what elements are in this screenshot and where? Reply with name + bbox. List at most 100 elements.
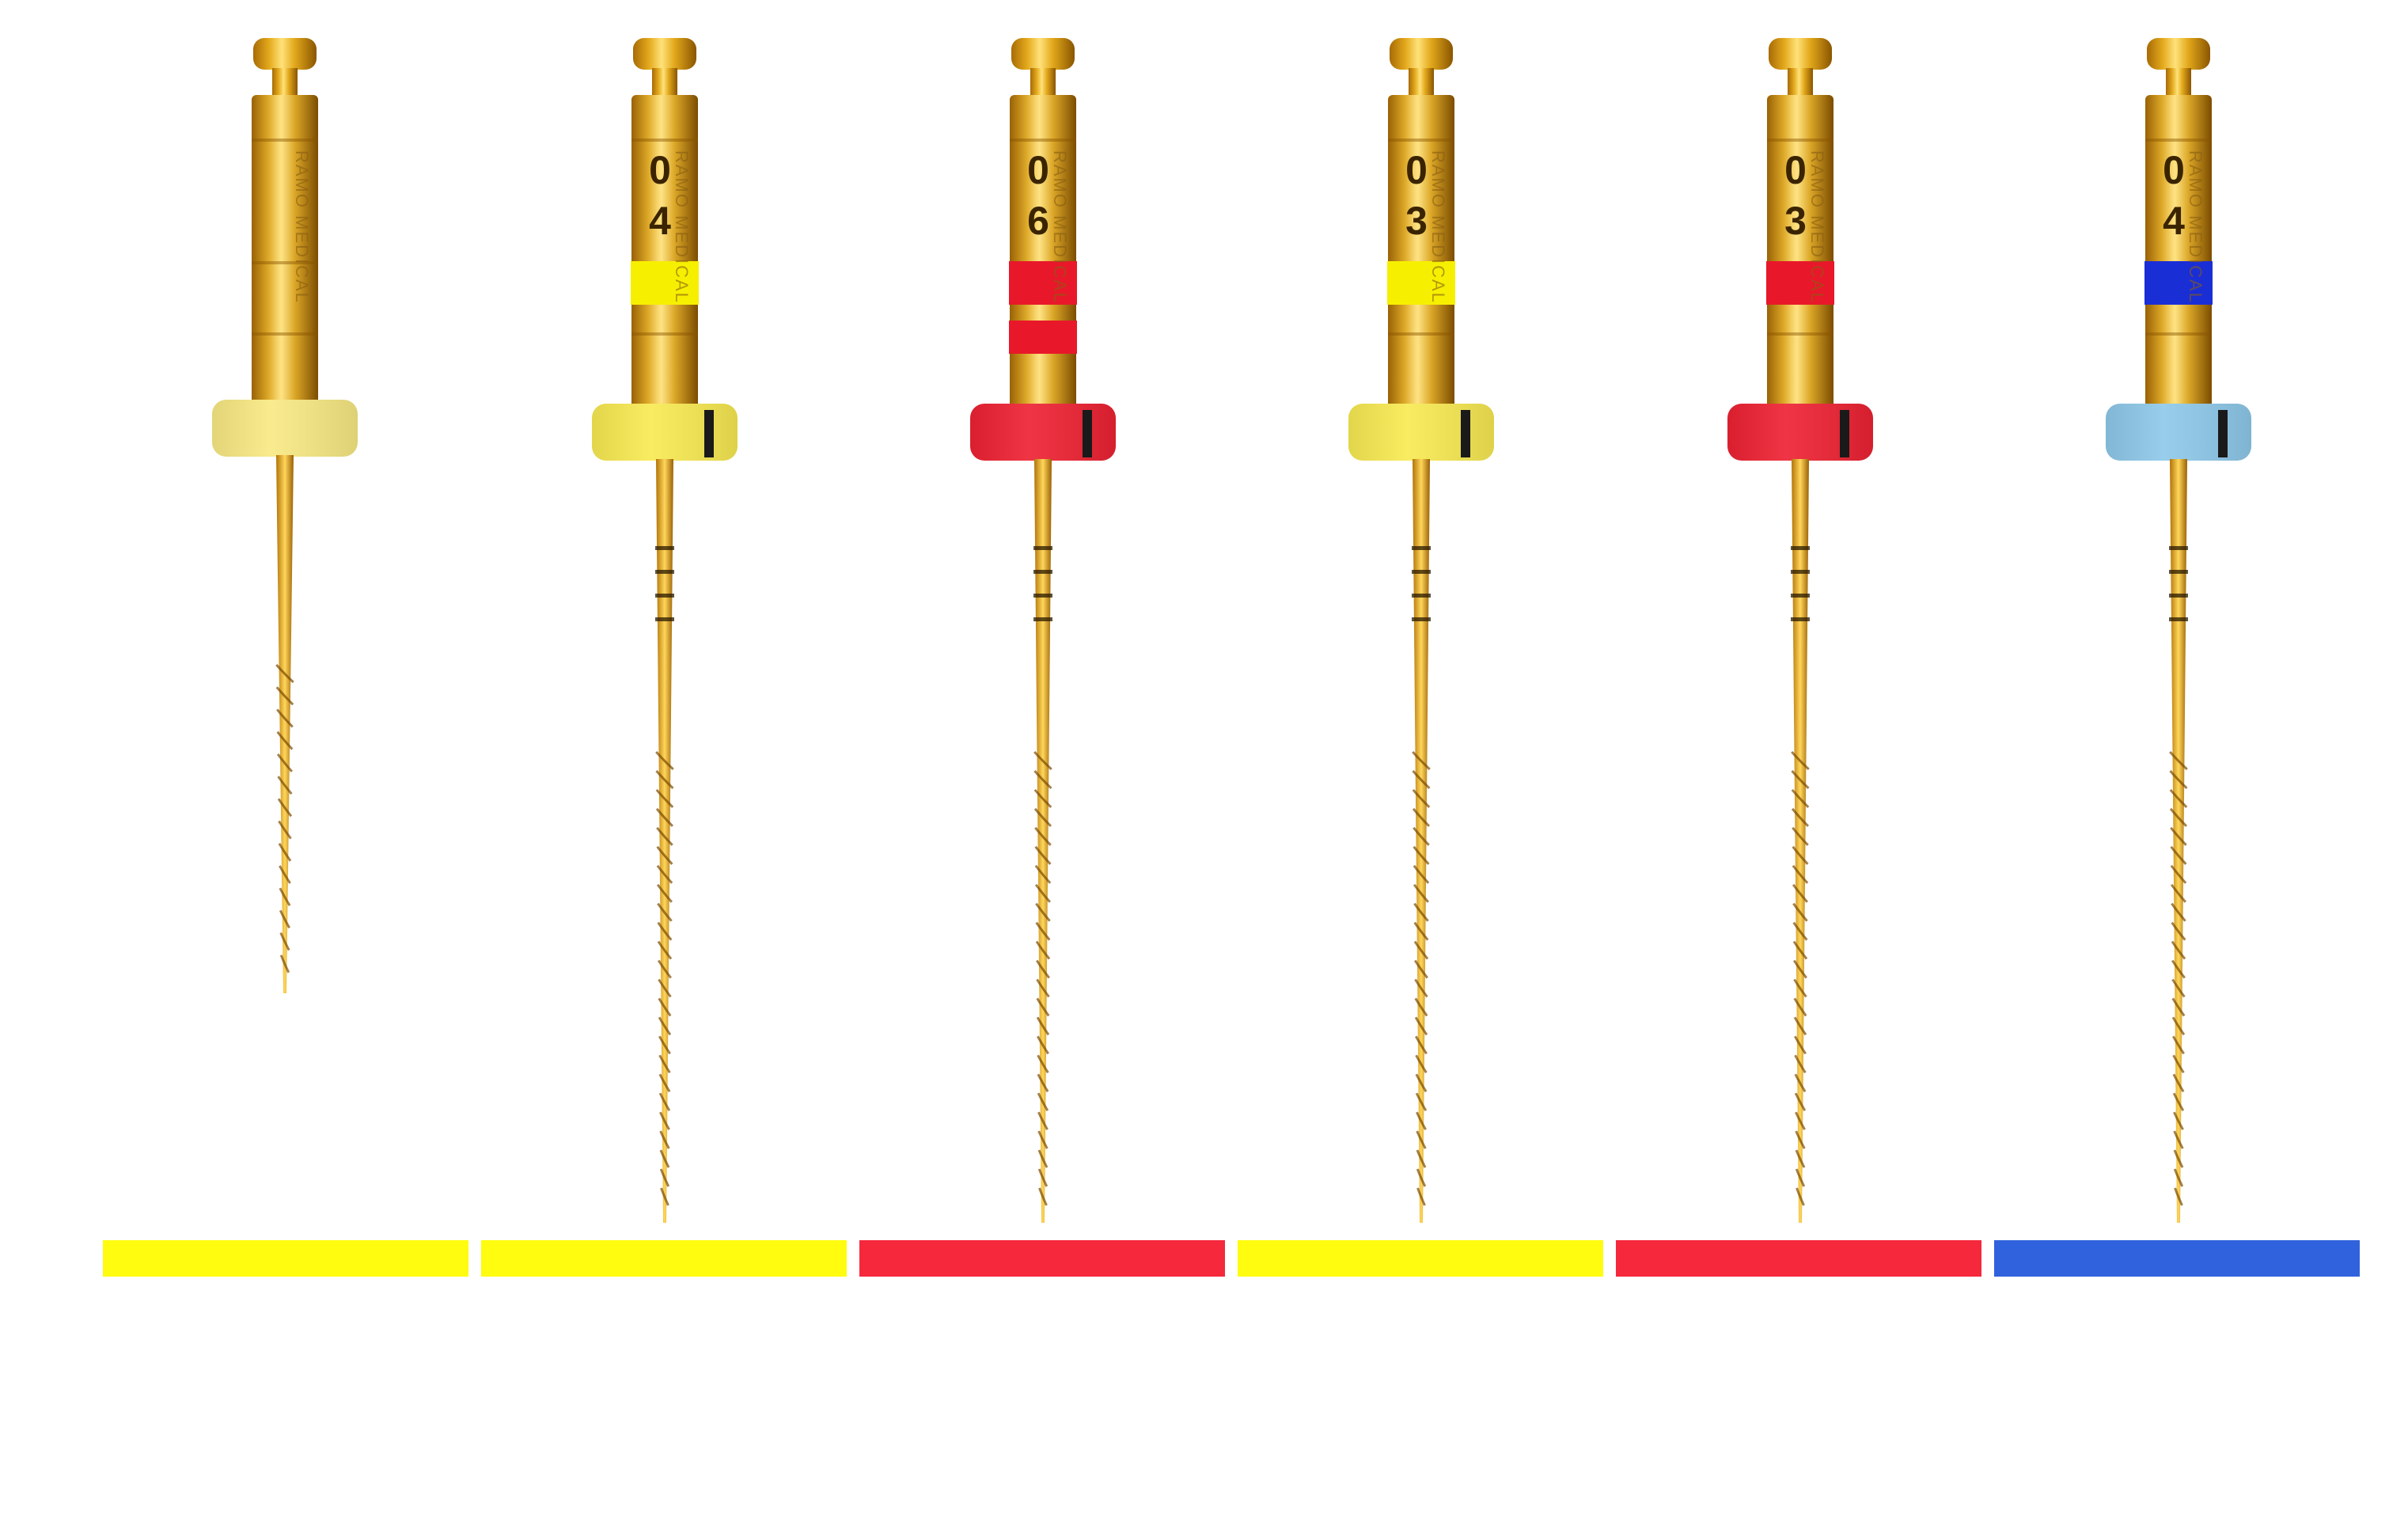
flute-spiral [1792, 883, 1808, 903]
handle-groove [252, 139, 318, 142]
flute-spiral [1033, 788, 1052, 808]
handle-groove [2145, 139, 2212, 142]
taper-label-digit: 0 [1784, 148, 1807, 192]
flute-spiral [656, 845, 673, 865]
color-bar [103, 1240, 468, 1277]
flute-spiral [659, 1111, 670, 1130]
flute-spiral [658, 978, 672, 998]
flute-spiral [1412, 788, 1431, 808]
needle-shaft [656, 459, 673, 1223]
handle-groove [1010, 139, 1076, 142]
flute-spiral [1792, 902, 1808, 922]
flute-spiral [658, 1016, 672, 1036]
flute-spiral [1791, 788, 1810, 808]
flute-spiral [1795, 1130, 1806, 1149]
handle-shade [252, 95, 318, 418]
flute-spiral [1416, 1168, 1427, 1187]
latch-head [253, 38, 317, 70]
flute-spiral [1413, 826, 1430, 846]
flute-spiral [1794, 1092, 1807, 1112]
flute-spiral [2169, 807, 2188, 827]
taper-label-digit: 3 [1784, 199, 1807, 243]
taper-label-digit: 6 [1027, 199, 1049, 243]
flute-spiral [1035, 959, 1050, 979]
flute-spiral [2169, 788, 2188, 808]
flute-spiral [1037, 1054, 1049, 1074]
handle-groove [252, 332, 318, 336]
flute-spiral [2170, 864, 2187, 884]
flute-spiral [1413, 883, 1429, 903]
flute-spiral [2170, 826, 2187, 846]
brand-imprint: RAMO MEDICAL [1050, 150, 1070, 304]
flute-spiral [2169, 769, 2188, 790]
taper-label-digit: 0 [2163, 148, 2185, 192]
flute-spiral [1792, 864, 1809, 884]
taper-label-digit: 0 [649, 148, 671, 192]
latch-head [1769, 38, 1832, 70]
flute-spiral [1791, 769, 1810, 790]
needle-shaft [276, 455, 294, 993]
flute-spiral [1033, 769, 1052, 790]
flute-spiral [2172, 1092, 2185, 1112]
flute-spiral [1791, 750, 1810, 771]
flute-spiral [1792, 826, 1809, 846]
flute-spiral [1413, 921, 1429, 941]
flute-spiral [658, 1073, 671, 1093]
flute-spiral [1413, 959, 1428, 979]
flute-spiral [1792, 845, 1809, 865]
flute-spiral [2171, 997, 2186, 1017]
stopper-shade [592, 404, 738, 461]
flute-spiral [1034, 864, 1052, 884]
flute-spiral [1036, 1016, 1050, 1036]
latch-neck [2166, 68, 2191, 97]
flute-spiral [1413, 845, 1430, 865]
latch-head [2147, 38, 2210, 70]
flute-spiral [1416, 1130, 1427, 1149]
flute-spiral [1414, 1016, 1428, 1036]
depth-mark [1412, 570, 1431, 574]
flute-spiral [1791, 807, 1810, 827]
flute-spiral [1415, 1092, 1428, 1112]
brand-imprint: RAMO MEDICAL [292, 150, 312, 304]
color-band [1009, 261, 1077, 305]
flute-spiral [1036, 978, 1050, 998]
flute-spiral [1415, 1054, 1428, 1074]
flute-spiral [1793, 997, 1807, 1017]
flute-spiral [1035, 902, 1051, 922]
flute-spiral [277, 776, 293, 795]
stopper-shade [1727, 404, 1873, 461]
needle-shaft [1413, 459, 1430, 1223]
flute-spiral [275, 664, 294, 684]
needle-shaft [1034, 459, 1052, 1223]
flute-spiral [1033, 807, 1052, 827]
taper-label-digit: 0 [1405, 148, 1428, 192]
handle-groove [631, 139, 698, 142]
flute-spiral [1035, 921, 1051, 941]
latch-head [1011, 38, 1075, 70]
flute-spiral [1033, 750, 1052, 771]
handle-groove [1388, 332, 1454, 336]
flute-spiral [655, 750, 674, 771]
stopper-shade [212, 400, 358, 457]
flute-spiral [1792, 940, 1808, 960]
flute-spiral [1037, 1092, 1049, 1112]
color-bar [859, 1240, 1225, 1277]
flute-spiral [2169, 750, 2188, 771]
flute-spiral [279, 909, 290, 929]
taper-label-digit: 0 [1027, 148, 1049, 192]
flute-spiral [279, 954, 290, 973]
flute-spiral [1037, 1168, 1049, 1187]
flute-spiral [1792, 921, 1808, 941]
color-band [1387, 261, 1455, 305]
color-bar [1238, 1240, 1603, 1277]
needle-shaft [2170, 459, 2187, 1223]
flute-spiral [276, 753, 294, 772]
stopper-marker [704, 410, 714, 457]
handle-groove [631, 332, 698, 336]
depth-mark [1791, 617, 1810, 621]
depth-mark [2169, 570, 2188, 574]
stopper-shade [970, 404, 1116, 461]
